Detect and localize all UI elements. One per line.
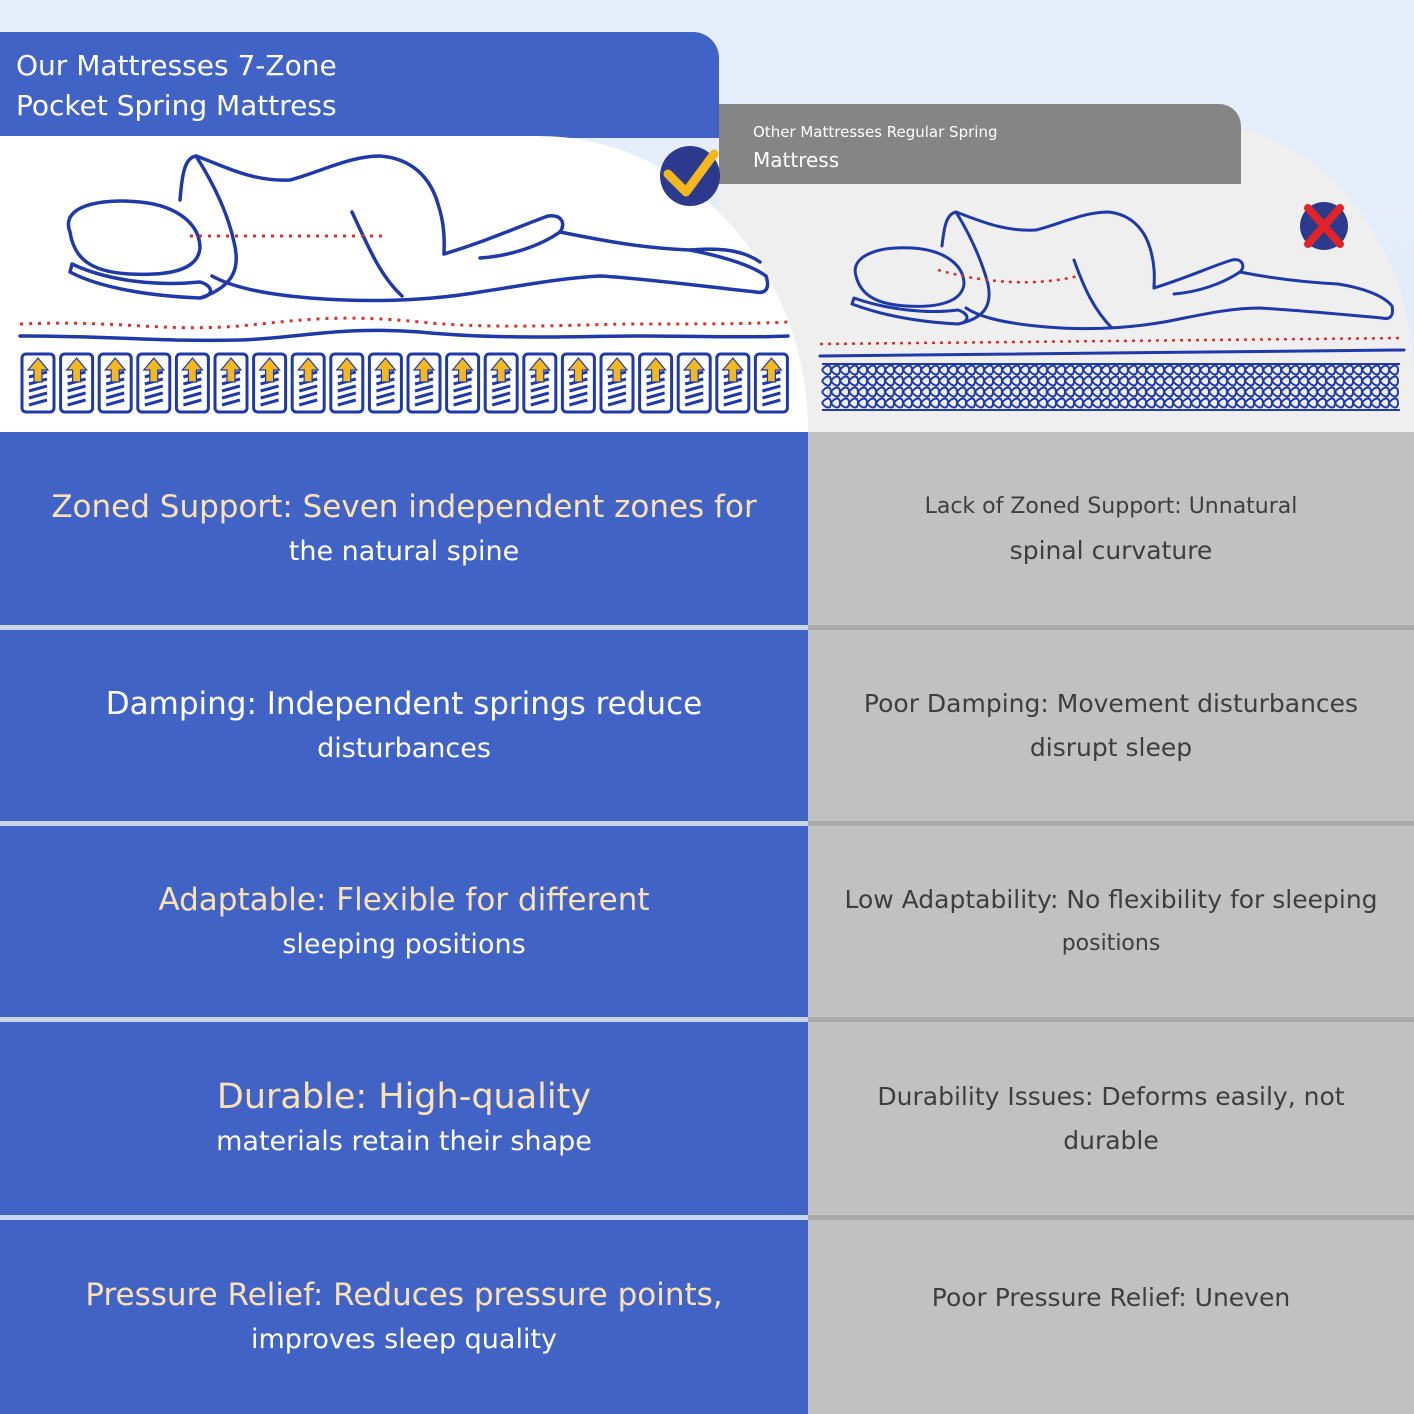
pocket-spring [213,352,249,414]
other-feature-line2: disrupt sleep [1029,732,1193,762]
other-mattress-illustration [818,202,1406,411]
pocket-spring [753,352,789,414]
our-feature-cell: Durable: High-quality materials retain t… [0,1022,808,1215]
comparison-row-durable: Durable: High-quality materials retain t… [0,1022,1414,1215]
sleeper-torso [178,154,446,256]
comparison-row-pressure-relief: Pressure Relief: Reduces pressure points… [0,1220,1414,1414]
our-feature-subtitle: materials retain their shape [216,1125,592,1157]
pocket-spring [522,352,558,414]
pocket-spring [367,352,403,414]
comparison-table: Zoned Support: Seven independent zones f… [0,432,1414,1414]
row-divider [808,821,1414,826]
our-feature-title: Zoned Support: Seven independent zones f… [51,488,757,525]
other-feature-cell: Low Adaptability: No flexibility for sle… [808,826,1414,1017]
pocket-spring [445,352,481,414]
coil-spring-row [821,386,1400,398]
row-divider [808,1017,1414,1022]
our-mattress-illustration [18,146,790,414]
x-circle-icon [1300,202,1348,250]
coil-spring-frame [822,363,1400,411]
pocket-spring [638,352,674,414]
coil-spring-row [821,364,1400,376]
check-circle-icon [660,146,720,206]
pocket-spring [290,352,326,414]
our-feature-subtitle: improves sleep quality [250,1324,558,1355]
our-feature-subtitle: disturbances [317,732,491,764]
pocket-springs [20,352,789,414]
comparison-row-adaptable: Adaptable: Flexible for different sleepi… [0,826,1414,1017]
sleeper-head [66,199,202,277]
our-feature-cell: Zoned Support: Seven independent zones f… [0,432,808,625]
row-divider [0,1215,808,1220]
pocket-spring [676,352,712,414]
pocket-spring [59,352,95,414]
coil-spring-row [821,397,1400,409]
pocket-spring [483,352,519,414]
other-mattress-surface-dotted [819,336,1405,346]
row-divider [0,1017,808,1022]
row-divider [808,1215,1414,1220]
other-mattress-title-line1: Other Mattresses Regular Spring [753,123,998,141]
coil-spring-row [821,375,1400,387]
our-feature-cell: Adaptable: Flexible for different sleepi… [0,826,808,1017]
other-feature-cell: Poor Pressure Relief: Uneven [808,1220,1414,1414]
pocket-spring [174,352,210,414]
our-feature-subtitle: the natural spine [288,535,520,567]
our-mattress-header: Our Mattresses 7-Zone Pocket Spring Matt… [0,32,719,138]
our-feature-subtitle: sleeping positions [282,928,526,960]
other-feature-line2: durable [1063,1125,1159,1155]
row-divider [0,821,808,826]
other-feature-cell: Durability Issues: Deforms easily, not d… [808,1022,1414,1215]
our-mattress-title-line1: Our Mattresses 7-Zone [16,49,337,82]
other-sleeper-torso [940,210,1156,290]
other-sleeper-head [853,246,966,308]
other-mattress-header: Other Mattresses Regular Spring Mattress [719,104,1241,184]
our-feature-title: Durable: High-quality [216,1076,592,1117]
other-sleeper-legs [964,258,1394,331]
pocket-spring [715,352,751,414]
pocket-spring [97,352,133,414]
other-mattress-title-line2: Mattress [753,148,840,172]
pocket-spring [560,352,596,414]
row-divider [0,625,808,630]
mattress-surface-dotted [19,316,789,330]
pocket-spring [406,352,442,414]
pocket-spring [252,352,288,414]
pocket-spring [599,352,635,414]
other-feature-line1: Lack of Zoned Support: Unnatural [924,493,1298,519]
coil-springs [821,363,1400,411]
sleeper-arm [68,262,213,300]
row-divider [808,625,1414,630]
other-feature-line2: positions [1061,930,1161,956]
our-feature-cell: Pressure Relief: Reduces pressure points… [0,1220,808,1414]
pocket-spring [329,352,365,414]
mattress-top-line [18,328,790,343]
sleeper-legs [210,214,770,303]
our-feature-title: Adaptable: Flexible for different [158,881,650,918]
other-feature-cell: Poor Damping: Movement disturbances disr… [808,630,1414,821]
our-mattress-title-line2: Pocket Spring Mattress [16,89,337,122]
our-feature-title: Pressure Relief: Reduces pressure points… [85,1277,723,1313]
other-feature-line2: spinal curvature [1009,535,1213,565]
other-feature-line1: Durability Issues: Deforms easily, not [877,1081,1345,1111]
other-feature-cell: Lack of Zoned Support: Unnatural spinal … [808,432,1414,625]
pocket-spring [20,352,56,414]
other-spine-line [937,268,1079,284]
comparison-row-damping: Damping: Independent springs reduce dist… [0,630,1414,821]
our-feature-cell: Damping: Independent springs reduce dist… [0,630,808,821]
other-mattress-top-line [818,348,1406,358]
our-feature-title: Damping: Independent springs reduce [105,685,703,722]
other-feature-line1: Poor Damping: Movement disturbances [863,688,1359,718]
other-feature-line1: Poor Pressure Relief: Uneven [931,1283,1291,1312]
comparison-row-zoned-support: Zoned Support: Seven independent zones f… [0,432,1414,625]
other-feature-line1: Low Adaptability: No flexibility for sle… [844,884,1378,914]
pocket-spring [136,352,172,414]
